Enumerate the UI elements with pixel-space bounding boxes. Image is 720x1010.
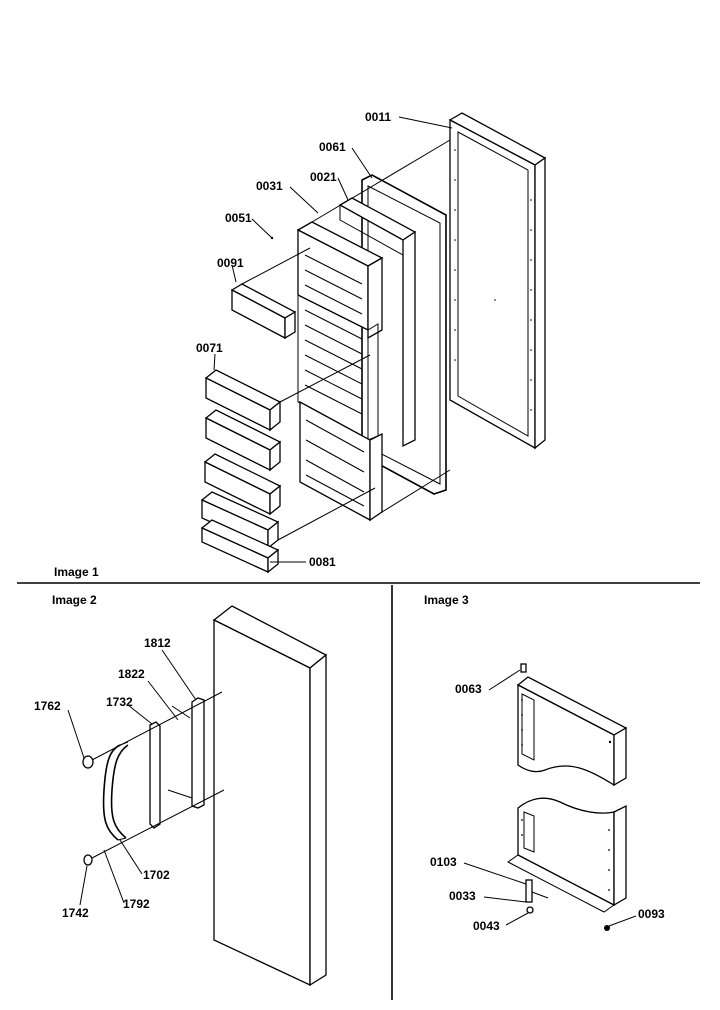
callout-0063: 0063 xyxy=(455,682,482,696)
callout-0081: 0081 xyxy=(309,555,336,569)
door-bin-5 xyxy=(200,519,280,574)
callout-0033: 0033 xyxy=(449,889,476,903)
dairy-shelf xyxy=(230,283,297,340)
callout-1742: 1742 xyxy=(62,906,89,920)
door-liner xyxy=(296,221,384,522)
door-bin-2 xyxy=(204,409,282,472)
image2-panel: 1812 1822 1762 1732 1702 1742 1792 xyxy=(34,605,328,987)
door-panel-image2 xyxy=(212,605,328,987)
image3-leader-lines xyxy=(463,669,637,927)
callout-0011: 0011 xyxy=(365,110,391,124)
door-bin-3 xyxy=(203,453,282,516)
image1-panel: 0011 0061 0031 0021 0051 0091 0071 0081 xyxy=(196,110,547,574)
hinge-bushing-0043 xyxy=(526,906,534,914)
door-bins xyxy=(200,369,282,574)
callout-0021: 0021 xyxy=(310,170,337,184)
callout-1822: 1822 xyxy=(118,667,145,681)
image1-assembly-lines xyxy=(241,139,451,541)
callout-0071: 0071 xyxy=(196,341,223,355)
callout-0093: 0093 xyxy=(638,907,665,921)
door-lower-section xyxy=(507,797,627,913)
callout-0051: 0051 xyxy=(225,211,252,225)
callout-0061: 0061 xyxy=(319,140,346,154)
door-bin-1 xyxy=(204,369,282,432)
door-bin-4 xyxy=(200,491,280,550)
callout-1792: 1792 xyxy=(123,897,150,911)
callout-1812: 1812 xyxy=(144,636,171,650)
screw-cap-1762 xyxy=(82,755,94,769)
door-stop-0093 xyxy=(604,925,610,931)
callout-0103: 0103 xyxy=(430,855,457,869)
handle-trim-1822 xyxy=(167,705,193,799)
caption-image-1: Image 1 xyxy=(54,565,99,579)
screw-1742 xyxy=(83,854,93,866)
image2-leader-lines xyxy=(67,649,197,906)
image1-leader-lines xyxy=(213,116,453,563)
handle-1702 xyxy=(102,741,129,841)
hinge-pin-0063 xyxy=(520,663,527,673)
callout-1732: 1732 xyxy=(106,695,133,709)
callout-1702: 1702 xyxy=(143,868,170,882)
hinge-bracket-0103 xyxy=(525,879,549,903)
outer-door-panel xyxy=(448,112,547,450)
handle-trim-1812 xyxy=(191,697,205,809)
callout-0043: 0043 xyxy=(473,919,500,933)
callout-0031: 0031 xyxy=(256,179,283,193)
caption-image-2: Image 2 xyxy=(52,593,97,607)
callout-0091: 0091 xyxy=(217,256,244,270)
door-upper-section xyxy=(516,676,628,787)
breaker-strip xyxy=(338,197,417,448)
handle-trim-1732 xyxy=(149,721,161,829)
callout-1762: 1762 xyxy=(34,699,61,713)
image3-panel: 0063 0103 0033 0043 0093 xyxy=(430,663,665,933)
image2-assembly-lines xyxy=(91,691,225,859)
caption-image-3: Image 3 xyxy=(424,593,469,607)
